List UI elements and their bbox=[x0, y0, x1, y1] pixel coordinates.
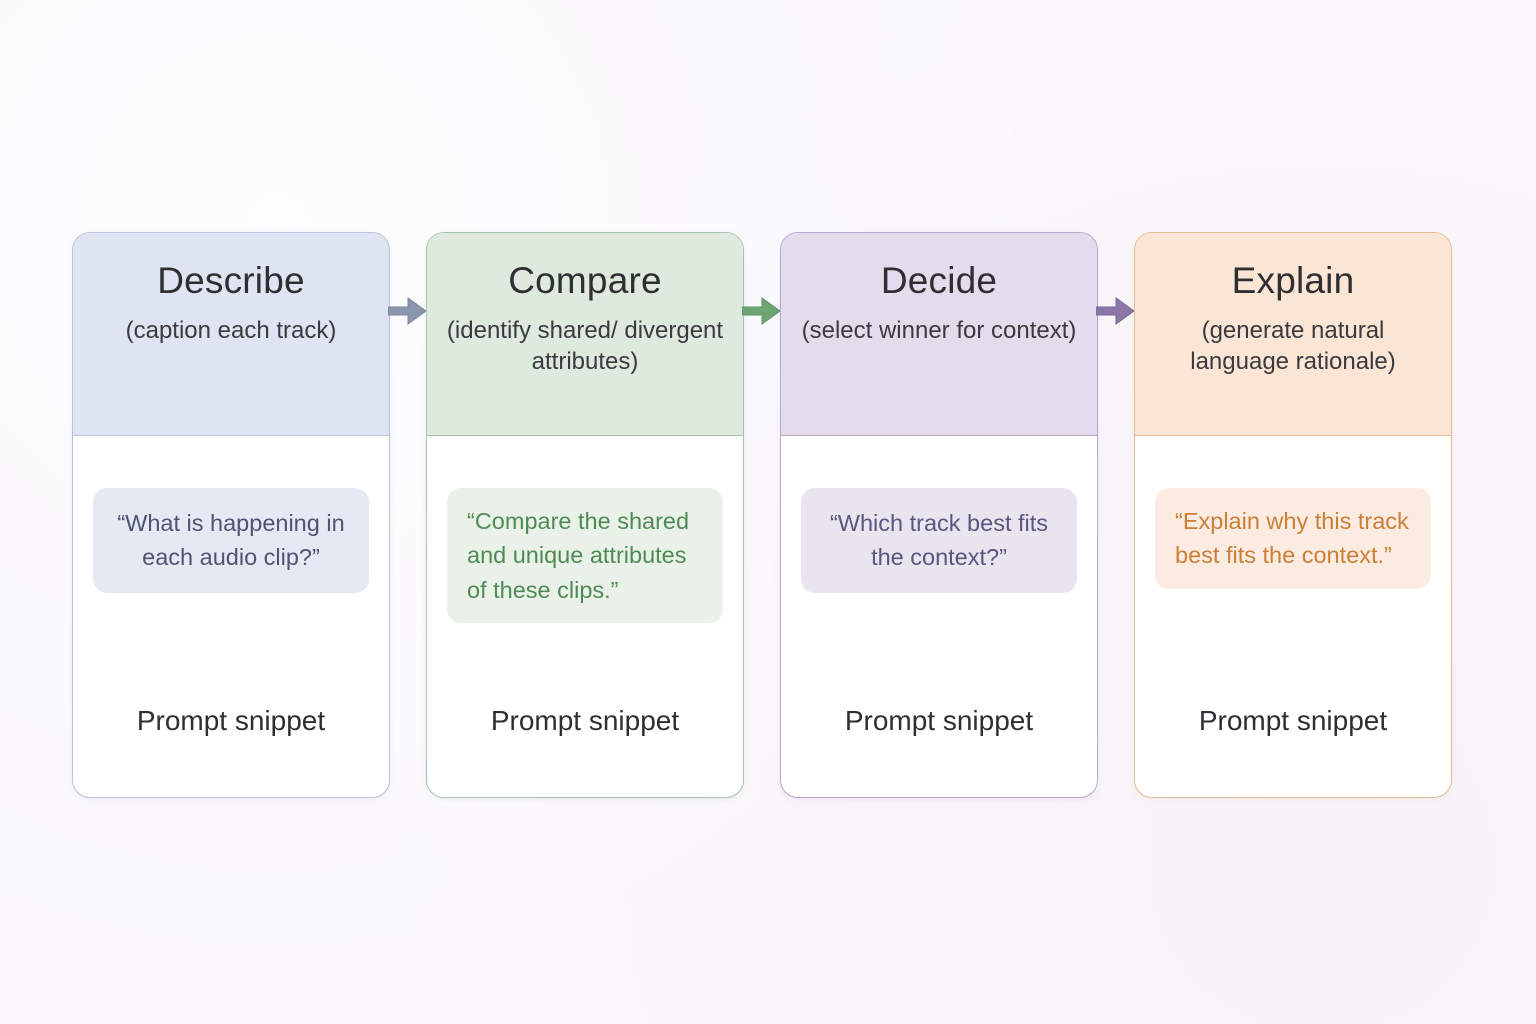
connector-decide-to-explain bbox=[1096, 232, 1135, 798]
stage-subtitle: (generate natural language rationale) bbox=[1190, 316, 1396, 376]
stage-header-decide: Decide (select winner for context) bbox=[781, 233, 1097, 436]
arrow-right-icon bbox=[388, 297, 427, 325]
snippet-wrap: “Explain why this track best fits the co… bbox=[1155, 488, 1431, 589]
stage-title: Compare bbox=[508, 260, 662, 301]
snippet-caption: Prompt snippet bbox=[136, 705, 326, 736]
connector-compare-to-decide bbox=[742, 232, 781, 798]
arrow-right-icon bbox=[742, 297, 781, 325]
snippet-wrap: “What is happening in each audio clip?” bbox=[93, 488, 369, 593]
stage-body-decide: “Which track best fits the context?” Pro… bbox=[781, 436, 1097, 797]
snippet-caption: Prompt snippet bbox=[1198, 705, 1388, 736]
stage-body-describe: “What is happening in each audio clip?” … bbox=[73, 436, 389, 797]
arrow-right-icon bbox=[1096, 297, 1135, 325]
reasoning-stage-flow: Describe (caption each track) “What is h… bbox=[72, 232, 1466, 798]
stage-title: Decide bbox=[880, 260, 998, 301]
stage-subtitle: (identify shared/ divergent attributes) bbox=[446, 316, 724, 376]
stage-subtitle: (select winner for context) bbox=[801, 316, 1077, 344]
stage-card-explain[interactable]: Explain (generate natural language ratio… bbox=[1134, 232, 1452, 798]
prompt-snippet-text: “Which track best fits the context?” bbox=[801, 488, 1077, 593]
stage-header-explain: Explain (generate natural language ratio… bbox=[1135, 233, 1451, 436]
prompt-snippet-text: “What is happening in each audio clip?” bbox=[93, 488, 369, 593]
stage-body-compare: “Compare the shared and unique attribute… bbox=[427, 436, 743, 797]
stage-subtitle: (caption each track) bbox=[125, 316, 337, 344]
stage-title: Explain bbox=[1231, 260, 1355, 301]
snippet-wrap: “Compare the shared and unique attribute… bbox=[447, 488, 723, 623]
stage-header-compare: Compare (identify shared/ divergent attr… bbox=[427, 233, 743, 436]
stage-card-describe[interactable]: Describe (caption each track) “What is h… bbox=[72, 232, 390, 798]
stage-card-compare[interactable]: Compare (identify shared/ divergent attr… bbox=[426, 232, 744, 798]
snippet-caption: Prompt snippet bbox=[490, 705, 680, 736]
connector-describe-to-compare bbox=[388, 232, 427, 798]
stage-title: Describe bbox=[157, 260, 305, 301]
stage-card-decide[interactable]: Decide (select winner for context) “Whic… bbox=[780, 232, 1098, 798]
prompt-snippet-text: “Explain why this track best fits the co… bbox=[1155, 488, 1431, 589]
prompt-snippet-text: “Compare the shared and unique attribute… bbox=[447, 488, 723, 623]
stage-body-explain: “Explain why this track best fits the co… bbox=[1135, 436, 1451, 797]
stage-header-describe: Describe (caption each track) bbox=[73, 233, 389, 436]
snippet-wrap: “Which track best fits the context?” bbox=[801, 488, 1077, 593]
snippet-caption: Prompt snippet bbox=[844, 705, 1034, 736]
